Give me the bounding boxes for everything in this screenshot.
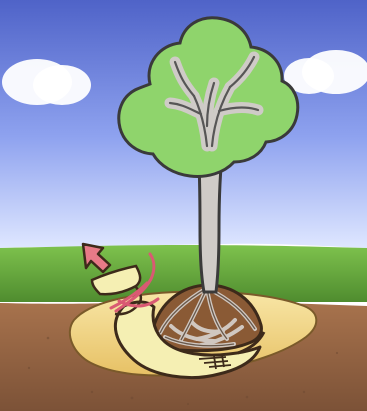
soil-specks [27, 336, 339, 406]
tree-trunk [196, 143, 225, 294]
removal-cord [109, 252, 160, 313]
burlap-texture [198, 354, 232, 370]
root-wrapping-cloth [113, 300, 262, 380]
wrap-strip [90, 264, 142, 296]
upward-arrow-icon [81, 242, 112, 274]
